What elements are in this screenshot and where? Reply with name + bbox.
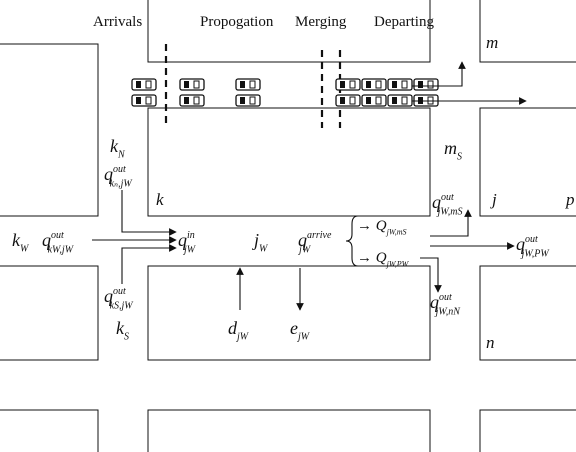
node-label-k: k xyxy=(156,190,164,209)
block-top-center xyxy=(147,0,431,63)
block-center xyxy=(147,107,431,217)
vehicle xyxy=(131,94,157,107)
vehicle xyxy=(413,78,439,91)
outflow-right-turn-arrow xyxy=(420,257,442,293)
label-e-jw: ejW xyxy=(290,318,311,342)
block-lowest-left xyxy=(0,409,99,452)
vehicle xyxy=(361,78,387,91)
vehicle-queue xyxy=(131,78,439,107)
block-right-middle xyxy=(479,107,576,217)
inflow-north-arrow xyxy=(121,190,177,236)
label-kS: kS xyxy=(116,318,129,342)
block-bottom-left xyxy=(0,265,99,361)
node-label-m: m xyxy=(486,33,498,52)
label-kN: kN xyxy=(110,136,126,160)
vehicle xyxy=(235,94,261,107)
queue-brace xyxy=(345,215,359,267)
block-top-right xyxy=(479,0,576,63)
vehicle xyxy=(335,94,361,107)
phase-propagation: Propogation xyxy=(200,14,274,30)
node-label-n: n xyxy=(486,333,495,352)
departing-turn-arrow xyxy=(412,61,466,87)
block-top-left xyxy=(0,43,99,217)
vehicle xyxy=(131,78,157,91)
node-label-p: p xyxy=(565,190,575,209)
vehicle xyxy=(335,78,361,91)
block-lowest-right xyxy=(479,409,576,452)
phase-merging: Merging xyxy=(295,14,347,30)
block-bottom-center xyxy=(147,265,431,361)
vehicle xyxy=(179,94,205,107)
label-Q-jw-pw: → QjW,PW xyxy=(357,250,410,269)
block-bottom-right xyxy=(479,265,576,361)
outflow-turn-arrow xyxy=(430,209,472,237)
node-label-j: j xyxy=(490,190,497,209)
phase-arrivals: Arrivals xyxy=(93,14,142,30)
vehicle xyxy=(361,94,387,107)
label-kW: kW xyxy=(12,230,30,254)
block-lowest-center xyxy=(147,409,431,452)
label-jW: jW xyxy=(252,230,269,254)
label-d-jw: djW xyxy=(228,318,250,342)
vehicle xyxy=(387,94,413,107)
inflow-south-arrow xyxy=(121,244,177,284)
vehicle xyxy=(235,78,261,91)
label-mS: mS xyxy=(444,138,462,162)
label-Q-jw-ms: → QjW,mS xyxy=(357,218,407,237)
vehicle xyxy=(387,78,413,91)
vehicle xyxy=(179,78,205,91)
phase-departing: Departing xyxy=(374,14,434,30)
